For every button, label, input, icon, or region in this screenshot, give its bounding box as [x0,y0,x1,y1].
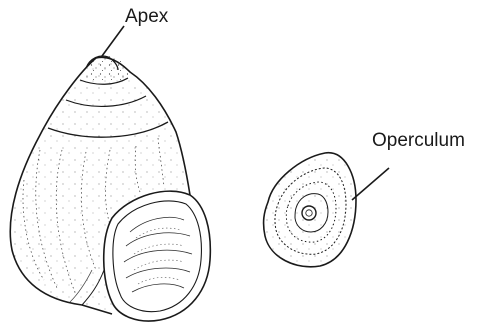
operculum-nucleus [302,206,316,220]
operculum-pointer-line [352,168,389,200]
shell-aperture [104,191,211,321]
apex-pointer-line [102,26,124,56]
apex-label: Apex [125,7,168,26]
operculum-label: Operculum [372,131,465,150]
